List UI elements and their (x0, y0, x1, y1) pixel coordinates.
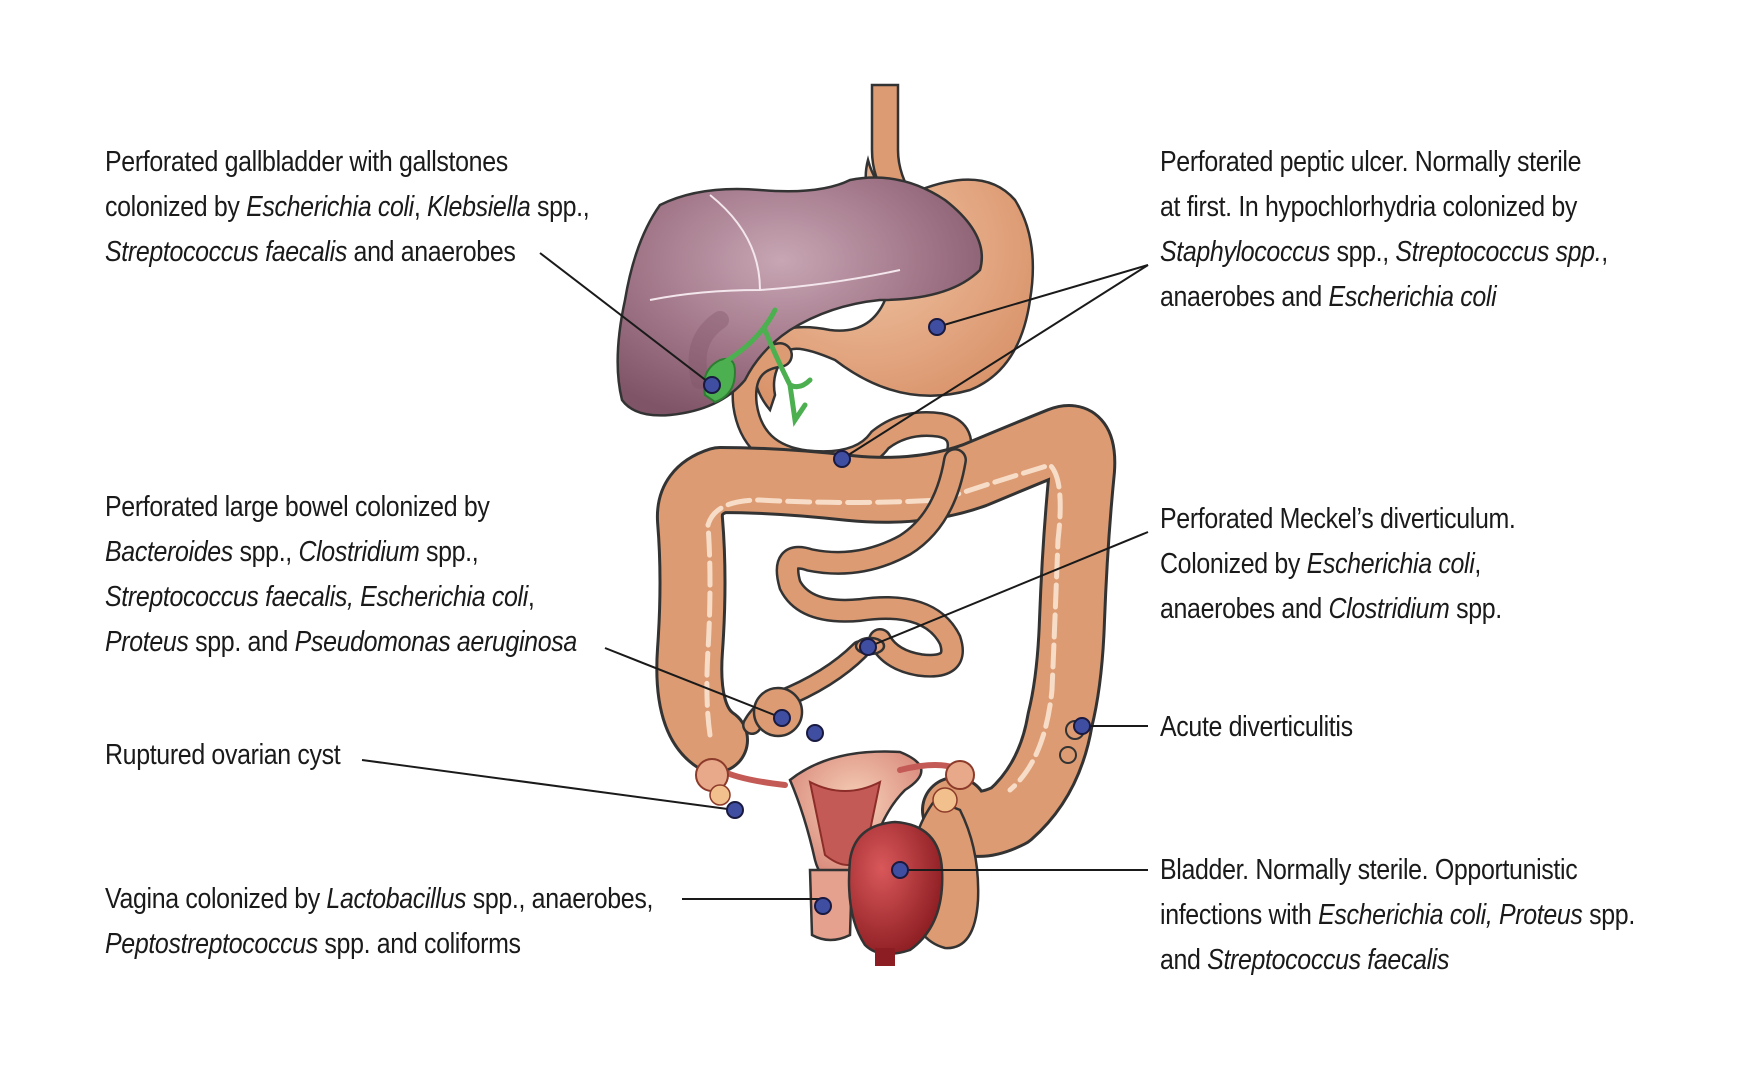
leader-peptic-stomach (936, 264, 1149, 328)
annotation-line: Streptococcus faecalis and anaerobes (105, 230, 589, 275)
italic-taxon: Escherichia coli (1306, 548, 1475, 580)
leader-lines (361, 252, 1149, 900)
annotation-line: Streptococcus faecalis, Escherichia coli… (105, 575, 577, 620)
text-segment: and (1160, 944, 1208, 976)
annotation-line: colonized by Escherichia coli, Klebsiell… (105, 185, 590, 230)
annotation-gallbladder: Perforated gallbladder with gallstones co… (105, 140, 590, 275)
annotation-line: Staphylococcus spp., Streptococcus spp., (1160, 230, 1608, 275)
marker-stomach (928, 318, 946, 336)
leader-meckels (867, 531, 1149, 648)
text-segment: Ruptured ovarian cyst (105, 739, 341, 771)
text-segment: Bladder. Normally sterile. Opportunistic (1160, 854, 1578, 886)
italic-taxon: Streptococcus faecalis, Escherichia coli (105, 581, 528, 613)
annotation-line: Acute diverticulitis (1160, 705, 1353, 750)
italic-taxon: Bacteroides (105, 536, 233, 568)
text-segment: spp., (419, 536, 479, 568)
annotation-line: anaerobes and Clostridium spp. (1160, 587, 1516, 632)
italic-taxon: Staphylococcus (1160, 236, 1330, 268)
annotation-line: Bladder. Normally sterile. Opportunistic (1160, 848, 1635, 893)
marker-duodenum (833, 450, 851, 468)
leader-peptic-duodenum (841, 264, 1149, 460)
marker-vagina (814, 897, 832, 915)
italic-taxon: Escherichia coli, Proteus (1318, 899, 1583, 931)
annotation-line: infections with Escherichia coli, Proteu… (1160, 893, 1635, 938)
text-segment: spp., (232, 536, 299, 568)
annotation-bladder: Bladder. Normally sterile. Opportunistic… (1160, 848, 1635, 983)
italic-taxon: Proteus (105, 626, 189, 658)
annotation-line: Perforated Meckel’s diverticulum. (1160, 497, 1516, 542)
text-segment: and anaerobes (346, 236, 516, 268)
text-segment: Vagina colonized by (105, 883, 327, 915)
annotation-line: Colonized by Escherichia coli, (1160, 542, 1516, 587)
text-segment: spp., (1329, 236, 1396, 268)
text-segment: anaerobes and (1160, 593, 1329, 625)
text-segment: anaerobes and (1160, 281, 1329, 313)
italic-taxon: Streptococcus faecalis (105, 236, 347, 268)
text-segment: , (413, 191, 428, 223)
text-segment: colonized by (105, 191, 247, 223)
italic-taxon: Escherichia coli (1328, 281, 1497, 313)
annotation-line: anaerobes and Escherichia coli (1160, 275, 1608, 320)
italic-taxon: Escherichia coli (246, 191, 414, 223)
annotation-line: Peptostreptococcus spp. and coliforms (105, 922, 653, 967)
italic-taxon: Clostridium (1328, 593, 1450, 625)
italic-taxon: Lactobacillus (326, 883, 467, 915)
annotation-line: Perforated gallbladder with gallstones (105, 140, 589, 185)
annotation-line: Ruptured ovarian cyst (105, 733, 341, 778)
liver (616, 176, 984, 417)
marker-large-bowel (773, 709, 791, 727)
text-segment: Colonized by (1160, 548, 1307, 580)
annotation-meckels: Perforated Meckel’s diverticulum. Coloniz… (1160, 497, 1516, 632)
annotation-large-bowel: Perforated large bowel colonized by Bacte… (105, 485, 577, 665)
text-segment: Perforated large bowel colonized by (105, 491, 490, 523)
marker-diverticulitis (1073, 717, 1091, 735)
marker-appendix (806, 724, 824, 742)
annotation-line: Perforated peptic ulcer. Normally steril… (1160, 140, 1608, 185)
italic-taxon: Pseudomonas aeruginosa (294, 626, 578, 658)
italic-taxon: Klebsiella (427, 191, 531, 223)
marker-meckels (859, 638, 877, 656)
text-segment: spp. and coliforms (317, 928, 521, 960)
text-segment: Perforated Meckel’s diverticulum. (1160, 503, 1516, 535)
italic-taxon: Peptostreptococcus (105, 928, 318, 960)
annotation-line: Vagina colonized by Lactobacillus spp., … (105, 877, 653, 922)
italic-taxon: Streptococcus faecalis (1207, 944, 1450, 976)
text-segment: spp. and (188, 626, 295, 658)
marker-gallbladder (703, 376, 721, 394)
text-segment: infections with (1160, 899, 1319, 931)
annotation-ovarian-cyst: Ruptured ovarian cyst (105, 733, 341, 778)
annotation-vagina: Vagina colonized by Lactobacillus spp., … (105, 877, 653, 967)
markers (703, 318, 1091, 915)
annotation-line: and Streptococcus faecalis (1160, 938, 1635, 983)
text-segment: spp., anaerobes, (466, 883, 654, 915)
marker-ovarian (726, 801, 744, 819)
text-segment: Perforated peptic ulcer. Normally steril… (1160, 146, 1582, 178)
annotation-line: Bacteroides spp., Clostridium spp., (105, 530, 577, 575)
text-segment: Acute diverticulitis (1160, 711, 1353, 743)
annotation-line: at first. In hypochlorhydria colonized b… (1160, 185, 1608, 230)
text-segment: spp., (530, 191, 590, 223)
text-segment: , (1474, 548, 1482, 580)
annotation-peptic-ulcer: Perforated peptic ulcer. Normally steril… (1160, 140, 1608, 320)
annotation-line: Proteus spp. and Pseudomonas aeruginosa (105, 620, 577, 665)
annotation-diverticulitis: Acute diverticulitis (1160, 705, 1353, 750)
text-segment: , (1601, 236, 1608, 268)
text-segment: spp. (1582, 899, 1635, 931)
leader-large-bowel (604, 647, 783, 719)
italic-taxon: Clostridium (298, 536, 420, 568)
leader-gallbladder (539, 252, 713, 386)
italic-taxon: Streptococcus spp. (1395, 236, 1602, 268)
text-segment: spp. (1449, 593, 1502, 625)
text-segment: Perforated gallbladder with gallstones (105, 146, 508, 178)
bladder (847, 820, 944, 966)
text-segment: at first. In hypochlorhydria colonized b… (1160, 191, 1578, 223)
annotation-line: Perforated large bowel colonized by (105, 485, 577, 530)
leader-ovarian (361, 759, 736, 811)
text-segment: , (527, 581, 535, 613)
marker-bladder (891, 861, 909, 879)
